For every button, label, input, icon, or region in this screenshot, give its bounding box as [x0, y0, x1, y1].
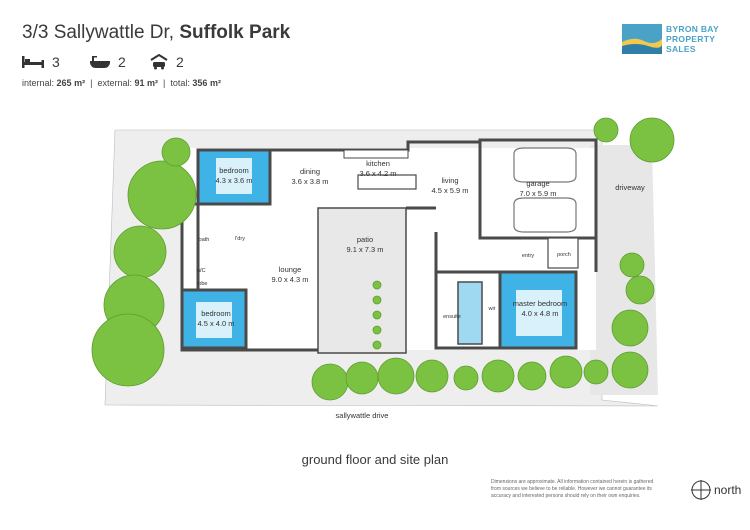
address-prefix: 3/3 Sallywattle Dr, — [22, 22, 175, 43]
area-summary: internal: 265 m² | external: 91 m² | tot… — [22, 78, 221, 88]
garage-feature: 2 — [150, 54, 184, 70]
separator: | — [90, 78, 93, 88]
room-labels: bedroom 4.3 x 3.6 m dining 3.6 x 3.8 m k… — [196, 159, 645, 420]
total-label: total: — [170, 78, 190, 88]
room-dims: 4.0 x 4.8 m — [521, 309, 558, 318]
suburb: Suffolk Park — [179, 22, 291, 43]
external-value: 91 m² — [134, 78, 159, 88]
internal-label: internal: — [22, 78, 55, 88]
room-name: dining — [300, 167, 320, 176]
car-garage-icon — [150, 54, 168, 70]
logo-line-3: SALES — [666, 44, 696, 54]
street-label: sallywattle drive — [336, 411, 389, 420]
logo-line-2: PROPERTY — [666, 34, 716, 44]
external-label: external: — [97, 78, 132, 88]
room-name: garage — [526, 179, 549, 188]
garage-cars — [513, 147, 577, 233]
entry-label: entry — [522, 253, 534, 259]
wir-label: wir — [487, 306, 495, 312]
agency-logo: BYRON BAY PROPERTY SALES — [622, 24, 728, 56]
garage-count: 2 — [176, 54, 184, 70]
room-dims: 4.3 x 3.6 m — [215, 176, 252, 185]
room-name: living — [441, 176, 458, 185]
bathrooms-feature: 2 — [90, 54, 126, 70]
room-dims: 4.5 x 5.9 m — [431, 186, 468, 195]
plan-caption: ground floor and site plan — [301, 452, 449, 467]
bed-icon — [22, 56, 44, 68]
north-label: north — [714, 483, 742, 497]
property-title: 3/3 Sallywattle Dr, Suffolk Park — [22, 22, 290, 44]
room-dims: 4.5 x 4.0 m — [197, 319, 234, 328]
robe-label: robe — [196, 281, 207, 287]
disclaimer-text: Dimensions are approximate. All informat… — [491, 479, 654, 499]
room-dims: 3.6 x 3.8 m — [291, 177, 328, 186]
room-name: bedroom — [201, 309, 231, 318]
total-value: 356 m² — [192, 78, 221, 88]
bedrooms-count: 3 — [52, 54, 60, 70]
logo-line-1: BYRON BAY — [666, 24, 719, 34]
porch-label: porch — [557, 252, 571, 258]
trees — [91, 117, 675, 401]
bathrooms-count: 2 — [118, 54, 126, 70]
room-name: patio — [357, 235, 373, 244]
ldry-label: l'dry — [235, 236, 245, 242]
room-dims: 9.1 x 7.3 m — [346, 245, 383, 254]
ensuite-label: ensuite — [443, 314, 461, 320]
room-name: master bedroom — [513, 299, 568, 308]
room-dims: 3.6 x 4.2 m — [359, 169, 396, 178]
compass-icon — [691, 480, 711, 500]
bathtub-icon — [90, 56, 110, 68]
north-indicator: north — [690, 479, 741, 501]
bedrooms-feature: 3 — [22, 54, 60, 70]
floor-plan: bedroom 4.3 x 3.6 m dining 3.6 x 3.8 m k… — [91, 117, 675, 420]
room-name: kitchen — [366, 159, 390, 168]
driveway-label: driveway — [615, 183, 645, 192]
room-name: bedroom — [219, 166, 249, 175]
room-name: lounge — [279, 265, 302, 274]
logo-mark — [622, 24, 662, 54]
bath-label: bath — [199, 237, 210, 243]
room-dims: 7.0 x 5.9 m — [519, 189, 556, 198]
wc-label: WC — [196, 268, 205, 274]
separator: | — [163, 78, 166, 88]
internal-value: 265 m² — [56, 78, 86, 88]
room-dims: 9.0 x 4.3 m — [271, 275, 308, 284]
